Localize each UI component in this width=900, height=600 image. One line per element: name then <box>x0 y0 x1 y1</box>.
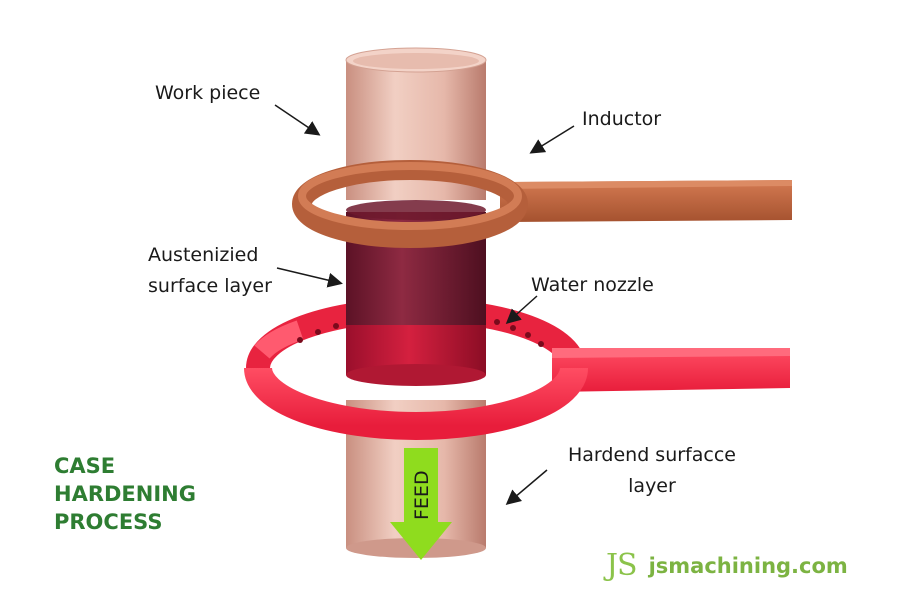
austenitized-text-line1: Austenizied <box>148 244 259 266</box>
work-piece-text: Work piece <box>155 82 261 104</box>
inductor-text: Inductor <box>582 108 662 130</box>
process-title: CASE HARDENING PROCESS <box>54 452 196 536</box>
hardened-text-line2: layer <box>628 475 676 497</box>
brand-watermark: JS jsmachining.com <box>606 548 848 583</box>
feed-label: FEED <box>411 470 433 520</box>
water-nozzle-front <box>244 319 790 440</box>
austenitized-arrow <box>276 267 343 288</box>
feed-arrow: FEED <box>390 448 452 560</box>
nozzle-hole <box>297 337 303 343</box>
nozzle-hole <box>333 323 339 329</box>
inductor-coil <box>292 160 792 248</box>
brand-url: jsmachining.com <box>648 553 848 578</box>
label-inductor: Inductor <box>582 104 661 135</box>
inductor-arrow <box>529 125 575 154</box>
hardened-text-line1: Hardend surfacce <box>568 444 736 466</box>
title-line1: CASE <box>54 454 116 478</box>
hardened-arrow <box>505 469 548 505</box>
nozzle-hole <box>315 329 321 335</box>
brand-logo: JS <box>606 548 638 583</box>
nozzle-hole <box>494 319 500 325</box>
nozzle-hole <box>525 332 531 338</box>
nozzle-hole <box>538 341 544 347</box>
austenitized-text-line2: surface layer <box>148 275 272 297</box>
work-piece-arrow <box>274 104 321 136</box>
label-hardened: Hardend surfacce layer <box>568 440 736 502</box>
water-nozzle-arrow <box>505 295 538 325</box>
label-work-piece: Work piece <box>155 78 260 109</box>
label-water-nozzle: Water nozzle <box>531 270 654 301</box>
title-line3: PROCESS <box>54 510 163 534</box>
label-austenitized: Austenizied surface layer <box>148 240 272 302</box>
nozzle-hole <box>510 325 516 331</box>
label-arrows <box>274 104 575 505</box>
water-nozzle-text: Water nozzle <box>531 274 654 296</box>
title-line2: HARDENING <box>54 482 196 506</box>
